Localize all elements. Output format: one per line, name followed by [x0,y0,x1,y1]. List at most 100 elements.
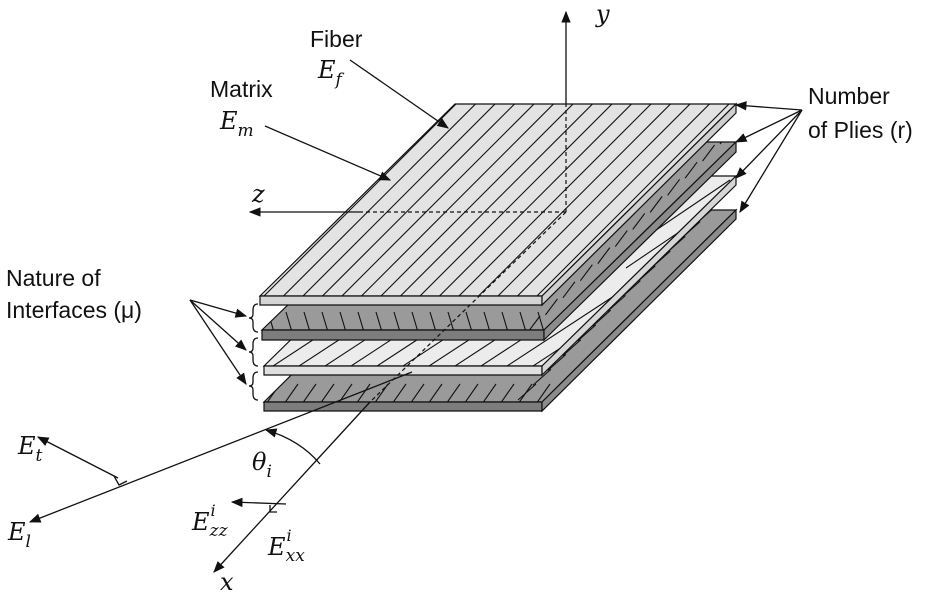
interface-bracket-2 [248,337,259,367]
ply-2-fiber-line [357,311,365,330]
theta-label: θi [252,448,272,482]
ef-label: Ef [317,56,345,90]
interface-leader-1 [189,299,248,318]
ply-2-fiber-line [339,311,347,330]
em-label: Em [219,107,254,141]
ply-2-fiber-line [483,311,491,330]
ply-1-fiber-line [320,104,517,296]
ply-4-fiber-line [517,383,537,401]
ply-4-fiber-line [427,383,443,402]
et-axis [36,436,119,479]
ply-1-fiber-line [359,104,556,296]
ply-4-fiber-line [355,383,371,402]
nature-label-1: Nature of [6,265,101,291]
ply-2-fiber-line [545,298,558,316]
ply-1-fiber-line [417,104,615,296]
ply-2-fiber-line [375,311,383,330]
ply-2-fibers [267,142,733,330]
ply-2-fiber-line [393,311,401,330]
x-axis-label: x [220,568,234,592]
ply-2-fiber-line [667,178,681,196]
matrix-leader [264,125,392,181]
theta-arc [264,428,321,465]
ply-2-fiber-line [465,311,473,330]
interface-leader-2 [189,299,247,351]
ply-4-fiber-line [499,383,515,402]
ezz-arrow [230,497,287,508]
ply-4-fiber-line [319,383,335,402]
ply-4-fiber-line [445,383,461,402]
ply-1 [258,102,738,307]
ply-2-fiber-line [579,264,593,282]
ply-4-fiber-line [607,294,626,312]
ply-2-fiber-line [614,230,628,247]
ply-1-fiber-line [495,104,693,296]
ply-1-side-edge [541,102,737,307]
plies-leader-4 [739,109,803,213]
plies-leader-3 [735,109,803,179]
ply-2-fiber-line [303,311,311,330]
axes [28,10,571,573]
ply-2-fiber-line [562,281,576,299]
ply-1-fiber-line [398,104,595,296]
ply-4-fiber-line [592,309,611,327]
matrix-label: Matrix [210,76,273,102]
fiber-label: Fiber [310,26,363,52]
ply-2-fiber-line [321,311,329,330]
ply-2-fiber-line [632,213,646,230]
ply-2-fiber-line [411,311,419,330]
ply-3-fiber-line [503,295,615,366]
ply-1-fiber-line [456,104,654,296]
ply-1-fiber-line [476,104,673,296]
ply-4-side-edge [541,208,737,413]
interface-bracket-1 [248,303,259,333]
ply-2-fiber-line [519,311,527,330]
ply-2-side-edge [543,140,737,342]
ply-2-fiber-line [702,144,715,162]
ply-4-fiber-line [301,383,317,402]
fiber-leader [349,59,449,129]
ply-4-fiber-line [463,383,479,402]
ply-1-fiber-line [534,104,732,296]
ply-4-fiber-line [481,383,497,402]
ply-2-fiber-line [429,311,437,330]
ply-3-fiber-line [756,180,886,268]
el-axis [28,371,413,523]
ply-1-fiber-line [339,104,537,296]
number-plies-label-2: of Plies (r) [808,117,913,143]
ply-1-fibers [261,104,732,296]
text-labels: Fiber Ef Matrix Em Number of Plies (r) N… [6,0,913,592]
ply-4-fiber-line [562,339,582,357]
el-label: El [7,518,31,552]
ply-4-fiber-line [283,383,299,402]
ply-1-fiber-line [378,104,576,296]
ply-4-fiber-line [577,324,597,342]
ply-1-fiber-line [437,104,634,296]
ply-2-fiber-line [285,311,293,330]
et-right-angle [113,475,128,486]
ply-2-front-edge [261,329,545,341]
number-plies-label-1: Number [808,83,890,109]
ply-4-fiber-line [547,354,567,371]
plies-leader-2 [734,109,803,143]
x-axis [213,401,371,573]
ply-2-fiber-line [537,311,545,330]
ply-2-fiber-line [447,311,455,330]
ply-4-fiber-line [373,383,389,402]
ply-1-fiber-line [515,104,712,296]
ply-4-fiber-line [532,368,552,386]
ezz-right-angle [269,505,277,513]
ply-2-fiber-line [684,161,698,179]
ply-2-fiber-line [527,315,541,330]
ply-2-fiber-line [597,247,611,264]
interface-bracket-3 [248,371,259,401]
ply-4-front-edge [263,401,543,412]
ply-1-fiber-line [261,104,459,296]
y-axis-label: y [595,0,610,28]
x-axis-dashed [369,211,567,403]
z-axis-label: z [251,180,265,208]
